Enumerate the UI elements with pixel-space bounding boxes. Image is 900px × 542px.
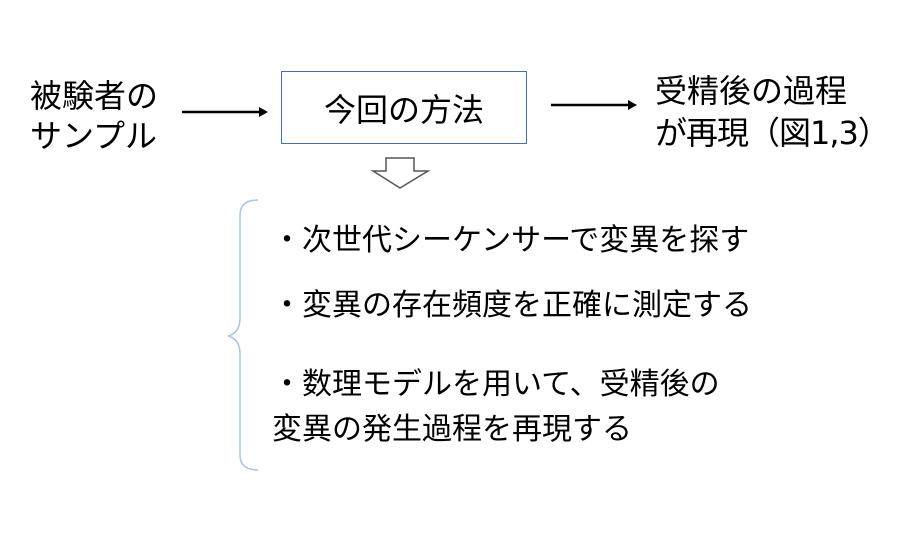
step-1: ・次世代シーケンサーで変異を探す	[272, 223, 750, 258]
left-brace	[227, 199, 259, 471]
step-2: ・変異の存在頻度を正確に測定する	[272, 288, 752, 323]
method-box: 今回の方法	[281, 71, 527, 144]
down-arrow-icon	[370, 157, 431, 189]
step-3-line1: ・数理モデルを用いて、受精後の	[272, 367, 720, 402]
output-label-line2: が再現（図1,3）	[655, 114, 890, 152]
output-label-line1: 受精後の過程	[655, 72, 848, 110]
input-label-line1: 被験者の	[30, 77, 159, 115]
method-label: 今回の方法	[323, 90, 484, 129]
arrow-method-to-output	[551, 100, 637, 110]
arrow-input-to-method	[182, 107, 268, 117]
input-label-line2: サンプル	[30, 117, 158, 155]
step-3-line2: 変異の発生過程を再現する	[272, 412, 632, 447]
